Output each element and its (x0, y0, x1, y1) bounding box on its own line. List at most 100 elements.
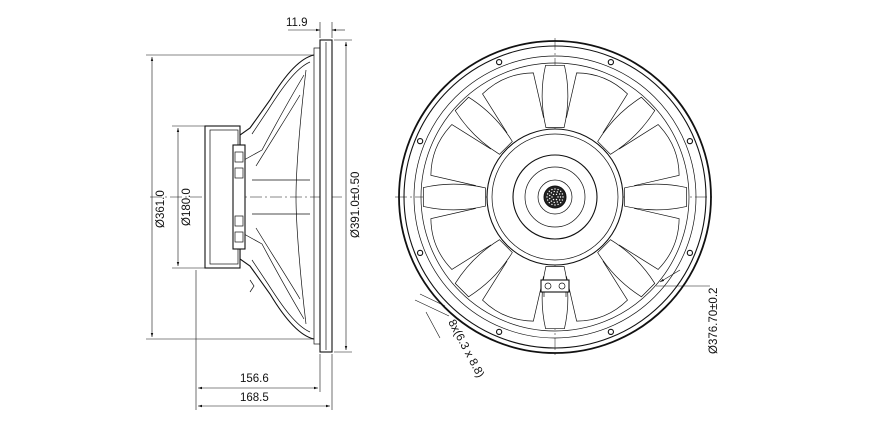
pole-piece (537, 179, 573, 215)
dim-holes-leader (425, 311, 441, 339)
grille-dot (551, 188, 553, 191)
dim-holes-ext-2 (419, 293, 446, 307)
grille-dot (558, 193, 561, 195)
grille-dot (557, 188, 559, 191)
grille-dot (551, 196, 553, 198)
basket-spoke (541, 64, 569, 128)
dim-cone-diameter: Ø361.0 (155, 190, 167, 228)
basket-spoke-top-2 (243, 74, 305, 161)
rim-inner (403, 45, 707, 349)
grille-dot (553, 190, 555, 193)
basket-window (482, 72, 544, 134)
surround-outer (413, 55, 697, 339)
grille-dot (552, 198, 555, 201)
surround-inner (420, 62, 690, 332)
grille-dot (561, 199, 564, 201)
basket-spoke-top-1 (251, 61, 311, 135)
mounting-hole (416, 137, 424, 145)
grille-dot (555, 193, 558, 196)
grille-dot (546, 193, 549, 195)
mounting-hole (495, 328, 503, 336)
grille-dot (562, 196, 564, 198)
grille-dot (554, 204, 556, 206)
grille-dot (556, 201, 558, 203)
dim-depth-magnet: 156.6 (240, 373, 269, 385)
basket-window (430, 208, 492, 270)
basket-window (618, 124, 680, 186)
basket-spoke-top-3 (255, 94, 301, 167)
grille-dot (555, 198, 558, 201)
basket-window (566, 260, 628, 322)
grille-dot (552, 193, 555, 196)
basket-window (618, 208, 680, 270)
vent-slot-3 (234, 215, 244, 227)
center-hub-inner (491, 133, 619, 261)
grille-dot (549, 194, 551, 197)
top-plate (232, 144, 246, 250)
grille-dot (556, 191, 558, 193)
grille-dot (550, 192, 553, 194)
terminal-negative (558, 282, 566, 290)
basket-spoke-bottom-2 (243, 233, 305, 320)
mounting-hole (416, 249, 424, 257)
grille-dot (548, 190, 551, 193)
basket-spoke (541, 266, 569, 330)
pole-plate (524, 166, 586, 228)
basket-spoke (597, 239, 656, 298)
grille-dot (557, 203, 559, 206)
vent-slot-4 (234, 231, 244, 243)
basket-spoke (422, 183, 486, 211)
front-view: Ø376.70±0.2 8x(6.3 x 8.8) (395, 38, 720, 380)
magnet-face (512, 154, 598, 240)
grille-dot (553, 201, 555, 204)
cone-profile (295, 69, 307, 325)
basket-spoke-bottom-3 (255, 227, 301, 300)
grille-dot (557, 196, 559, 198)
grille-dot (548, 201, 551, 204)
grille-dot (559, 190, 562, 193)
dim-holes-ext-1 (414, 299, 450, 317)
grille-dot (559, 196, 562, 198)
basket-spoke (597, 96, 656, 155)
dim-mounting-holes: 8x(6.3 x 8.8) (445, 318, 486, 380)
grille-dot (554, 188, 556, 190)
grille-dot (551, 203, 553, 206)
mounting-hole (607, 58, 615, 66)
mounting-hole (686, 137, 694, 145)
terminals (540, 279, 570, 297)
grille-dot (550, 200, 553, 202)
basket-spokes (422, 64, 688, 330)
dim-bolt-circle: Ø376.70±0.2 (708, 288, 720, 354)
grille-dot (558, 199, 561, 201)
dim-flange-thickness: 11.9 (286, 17, 308, 29)
grille-dot (561, 193, 564, 195)
gasket-ring (313, 47, 321, 345)
basket-window (482, 260, 544, 322)
grille-dot (546, 196, 548, 198)
vent-slot-2 (234, 167, 244, 179)
side-view: 11.9 Ø391.0±0.50 Ø361.0 Ø180.0 156.6 168… (146, 17, 362, 410)
basket-spoke-bottom-1 (251, 259, 311, 333)
terminal-positive (544, 282, 552, 290)
mounting-hole (495, 58, 503, 66)
outer-rim (398, 40, 712, 354)
grille-dot (546, 199, 549, 201)
grille-dot (549, 197, 551, 200)
vent-slot-1 (234, 151, 244, 163)
dim-depth-total: 168.5 (240, 392, 269, 404)
dim-magnet-diameter: Ø180.0 (181, 188, 193, 226)
basket-spoke (454, 239, 513, 298)
terminal-side (249, 279, 255, 293)
dim-bolt-leader (659, 269, 681, 283)
mounting-hole (686, 249, 694, 257)
basket-spoke (624, 183, 688, 211)
basket-spoke (454, 96, 513, 155)
basket-window (566, 72, 628, 134)
mounting-hole (607, 328, 615, 336)
mounting-holes (416, 58, 694, 336)
basket-window (430, 124, 492, 186)
grille-dot (559, 201, 562, 204)
vent-grille-dots (546, 188, 564, 206)
dim-outer-diameter: Ø391.0±0.50 (350, 172, 362, 238)
